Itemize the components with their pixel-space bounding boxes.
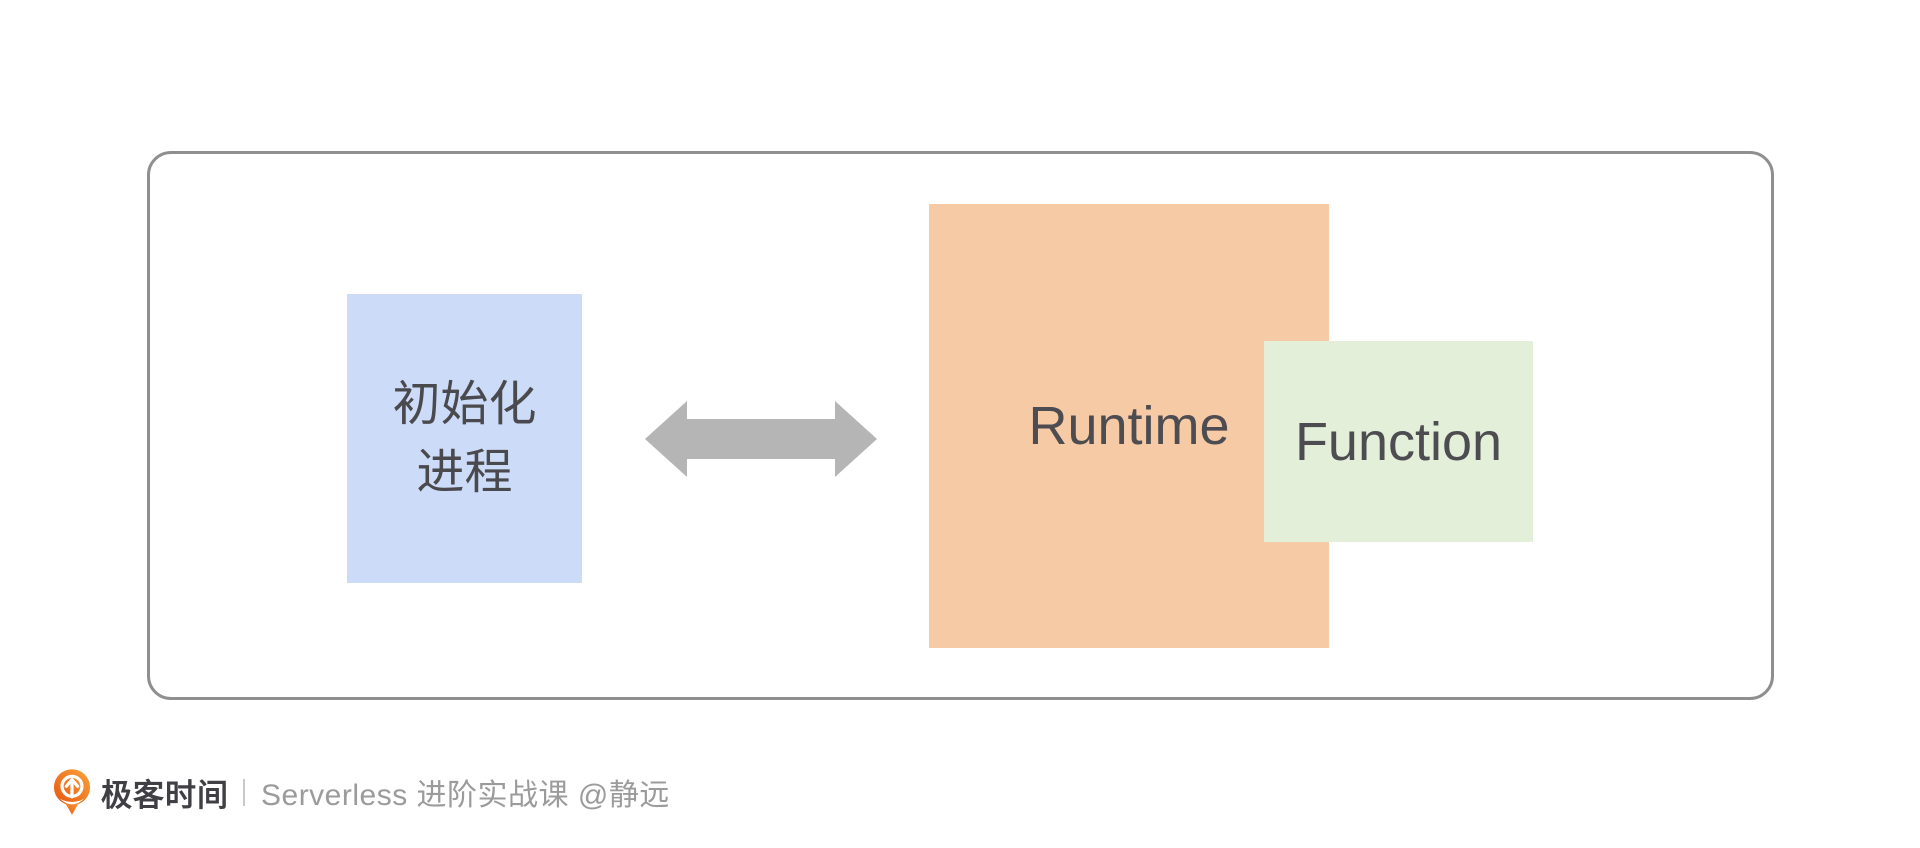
init-process-line1: 初始化	[392, 377, 537, 431]
course-credit: Serverless 进阶实战课 @静远	[261, 779, 670, 812]
brand-wordmark: 极客时间	[101, 777, 229, 813]
init-process-line2: 进程	[416, 445, 513, 499]
init-process-box: 初始化 进程	[347, 294, 582, 583]
function-label: Function	[1294, 411, 1503, 472]
init-process-label: 初始化 进程	[392, 371, 536, 507]
footer-divider	[243, 778, 245, 806]
function-box: Function	[1264, 341, 1533, 542]
runtime-box: Runtime	[929, 204, 1329, 648]
footer-branding: 极客时间 Serverless 进阶实战课 @静远	[53, 766, 670, 818]
runtime-label: Runtime	[1028, 396, 1230, 456]
bidirectional-arrow-icon	[645, 401, 877, 477]
geektime-logo-icon	[53, 769, 91, 815]
